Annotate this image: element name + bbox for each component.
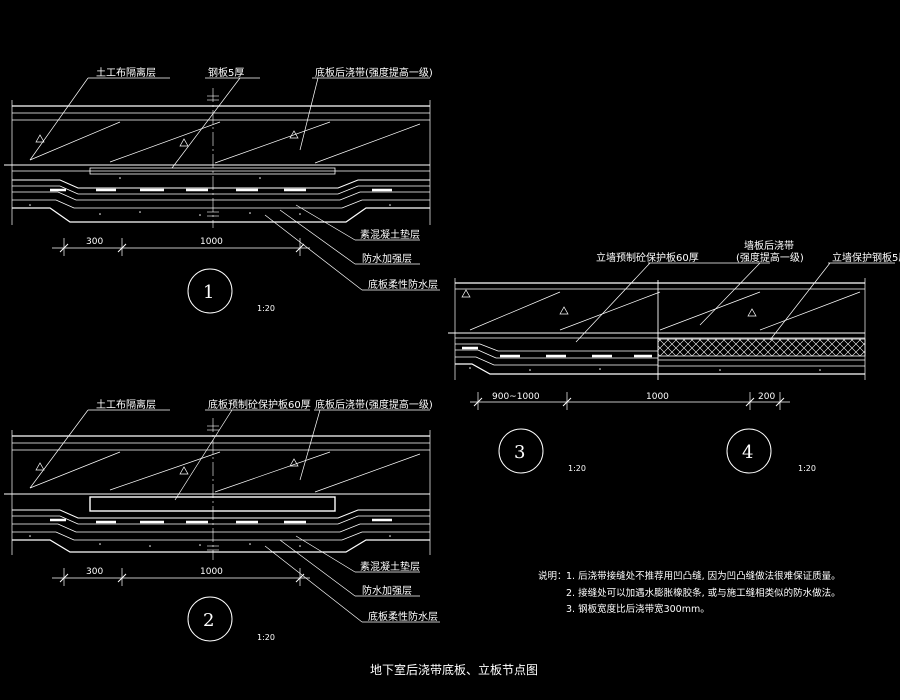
d2-scale: 1:20 bbox=[257, 633, 275, 642]
d2-label-reinforce: 防水加强层 bbox=[362, 584, 412, 597]
d1-scale: 1:20 bbox=[257, 304, 275, 313]
detail-3-4-section bbox=[448, 262, 895, 474]
d3-number: 3 bbox=[514, 442, 525, 463]
detail-1-section bbox=[4, 77, 440, 314]
d2-label-geotextile: 土工布隔离层 bbox=[96, 398, 156, 411]
d2-label-flex: 底板柔性防水层 bbox=[368, 610, 438, 623]
d34-dim-right: 200 bbox=[758, 392, 775, 402]
d1-label-reinforce: 防水加强层 bbox=[362, 252, 412, 265]
d34-label-wall-pour-2: (强度提高一级) bbox=[736, 251, 804, 264]
d34-label-wall-pour-1: 墙板后浇带 bbox=[744, 239, 794, 252]
d3-scale: 1:20 bbox=[568, 464, 586, 473]
d2-dim-main: 1000 bbox=[200, 567, 223, 577]
d1-number: 1 bbox=[203, 282, 214, 303]
d34-label-wall-precast: 立墙预制砼保护板60厚 bbox=[596, 251, 699, 264]
notes-line-2: 2. 接缝处可以加遇水膨胀橡胶条, 或与施工缝相类似的防水做法。 bbox=[566, 587, 841, 599]
d4-number: 4 bbox=[742, 442, 753, 463]
d1-label-flex: 底板柔性防水层 bbox=[368, 278, 438, 291]
d1-label-cushion: 素混凝土垫层 bbox=[360, 228, 420, 241]
d34-dim-main: 1000 bbox=[646, 392, 669, 402]
d34-dim-left: 900~1000 bbox=[492, 392, 540, 402]
drawing-title: 地下室后浇带底板、立板节点图 bbox=[370, 662, 538, 677]
detail-2-section bbox=[4, 409, 440, 642]
d34-label-wall-steel: 立墙保护钢板5厚 bbox=[832, 251, 900, 264]
d4-scale: 1:20 bbox=[798, 464, 816, 473]
notes-line-1: 1. 后浇带接缝处不推荐用凹凸缝, 因为凹凸缝做法很难保证质量。 bbox=[566, 570, 841, 582]
d1-dim-main: 1000 bbox=[200, 237, 223, 247]
d2-label-precast: 底板预制砼保护板60厚 bbox=[208, 398, 311, 411]
d1-dim-left: 300 bbox=[86, 237, 103, 247]
d1-label-steel-plate: 钢板5厚 bbox=[208, 66, 244, 79]
d2-dim-left: 300 bbox=[86, 567, 103, 577]
notes-line-3: 3. 钢板宽度比后浇带宽300mm。 bbox=[566, 603, 710, 615]
d2-label-pour-band: 底板后浇带(强度提高一级) bbox=[315, 398, 433, 411]
d1-label-pour-band: 底板后浇带(强度提高一级) bbox=[315, 66, 433, 79]
d2-number: 2 bbox=[203, 610, 214, 631]
d1-label-geotextile: 土工布隔离层 bbox=[96, 66, 156, 79]
notes-prefix: 说明： bbox=[538, 570, 567, 582]
d2-label-cushion: 素混凝土垫层 bbox=[360, 560, 420, 573]
